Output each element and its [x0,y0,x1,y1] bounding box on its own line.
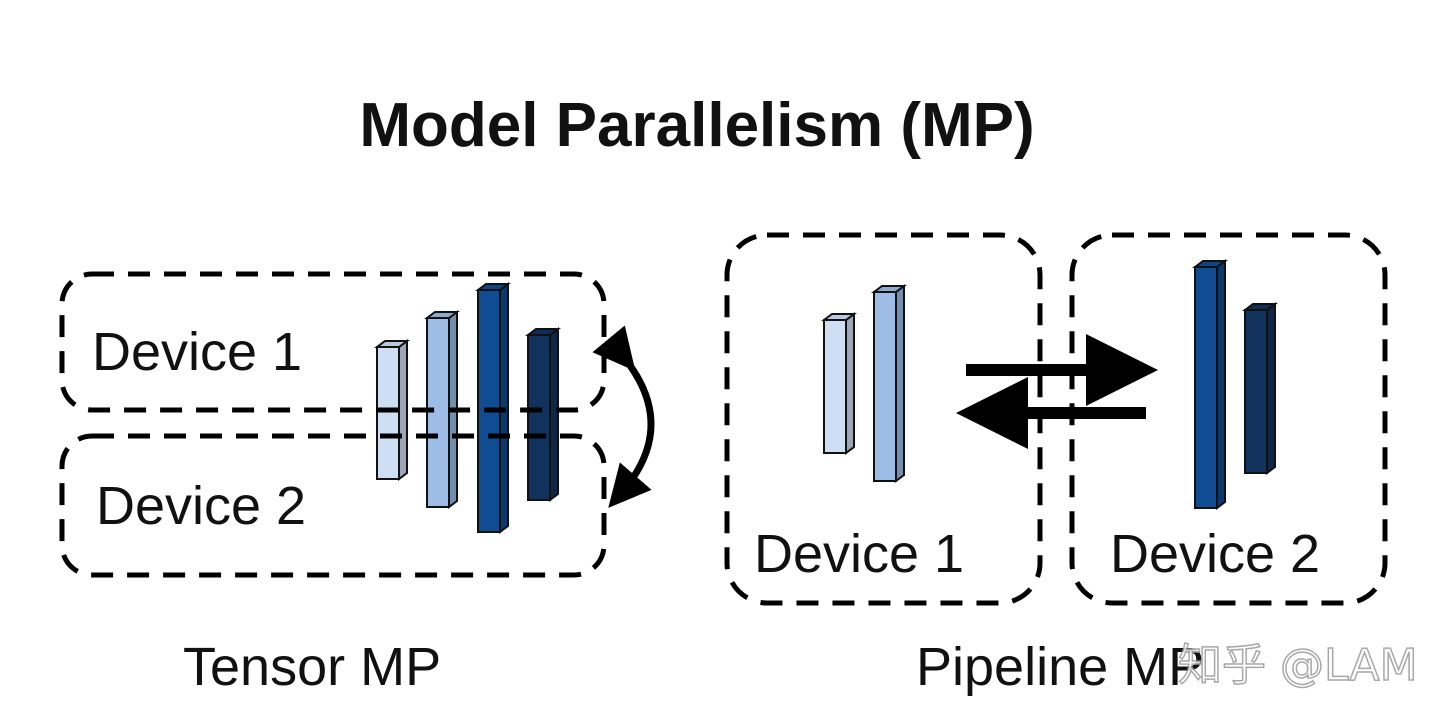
tensor-device2-label: Device 2 [96,476,306,536]
pipeline-mp: Device 1 Device 2 Pipeline MP [724,232,1388,697]
tensor-mp: Device 1 Device 2 Tensor MP [59,271,655,697]
layer-bar [525,327,561,502]
watermark: 知乎 @LAM [1178,640,1418,691]
bidirectional-arrow-icon [592,325,655,508]
tensor-mp-label: Tensor MP [183,637,441,697]
layer-bar [1242,302,1278,475]
layer-bar [424,310,460,509]
layer-bar [374,339,410,481]
layer-bar [1192,259,1228,510]
pipeline-device2-label: Device 2 [1110,524,1320,584]
pipeline-mp-label: Pipeline MP [916,637,1204,697]
pipeline-device1-label: Device 1 [754,524,964,584]
diagram-title: Model Parallelism (MP) [359,91,1034,160]
tensor-device1-label: Device 1 [92,322,302,382]
layer-bar [821,312,857,455]
tensor-layers [374,282,561,534]
layer-bar [871,284,907,483]
pipeline-layers [821,259,1278,510]
